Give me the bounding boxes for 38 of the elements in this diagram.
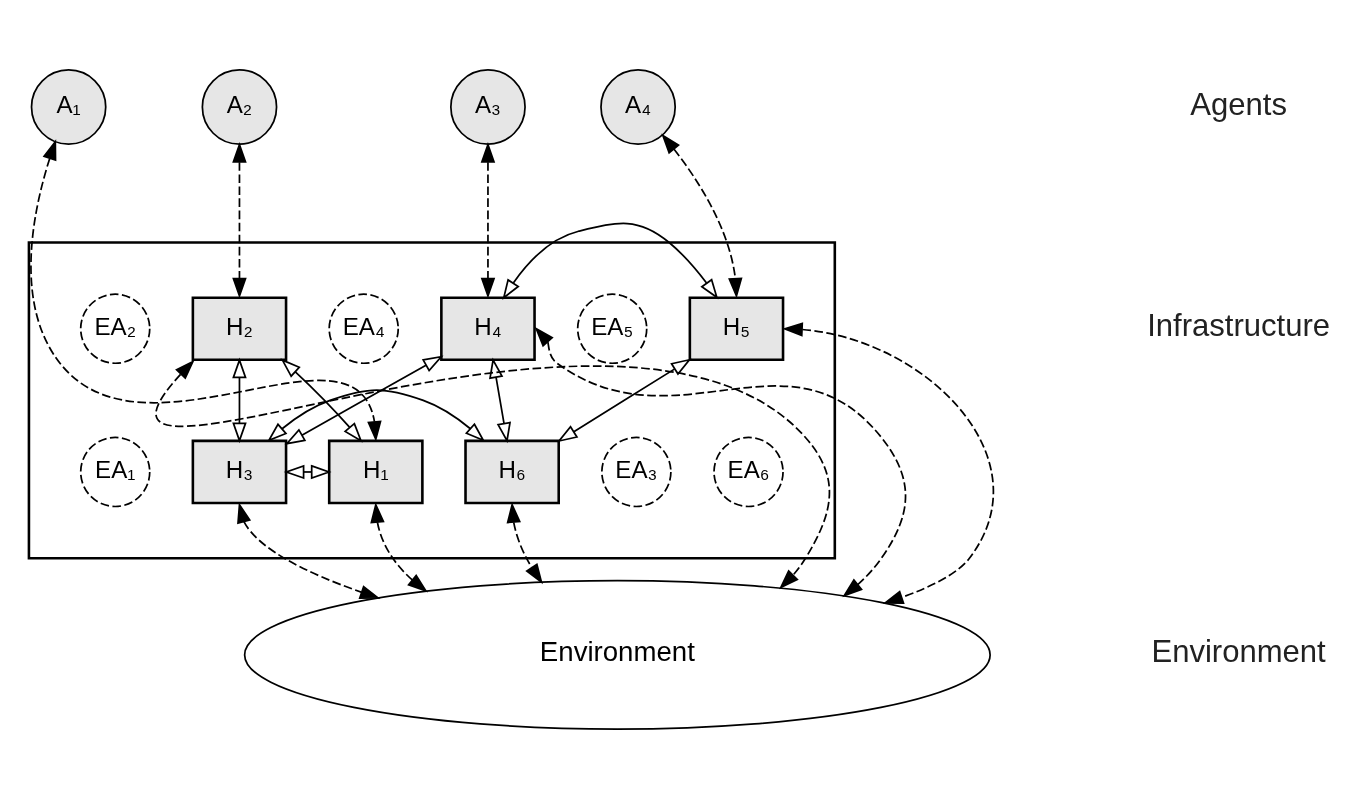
arrow [232, 357, 247, 444]
cluster [27, 241, 837, 560]
node-circle: A₃ [450, 69, 526, 145]
node-circle: EA₄ [328, 293, 400, 365]
arrow [30, 139, 382, 442]
arrow [284, 355, 444, 445]
arrow [283, 464, 332, 480]
node-circle: A₁ [30, 69, 107, 145]
node-circle: A₂ [201, 69, 278, 145]
node-box: H₃ [191, 439, 288, 505]
arrow [489, 357, 512, 444]
label: Agents [1190, 86, 1287, 122]
arrow [370, 502, 428, 593]
arrow [232, 142, 247, 299]
arrow [661, 133, 743, 299]
arrow [534, 326, 907, 598]
arrow [237, 502, 381, 599]
node-box: H₅ [688, 296, 785, 362]
arrow [280, 358, 363, 443]
node-circle: EA₁ [79, 436, 151, 508]
arrow [782, 322, 994, 605]
label: Environment [1151, 634, 1326, 670]
arrow [502, 222, 719, 300]
node-box: H₄ [440, 296, 536, 362]
arrow [506, 502, 543, 585]
node-circle: A₄ [600, 69, 677, 145]
node-circle: EA₂ [79, 293, 151, 365]
arrow [556, 358, 692, 443]
arrow [266, 389, 486, 442]
label: Infrastructure [1147, 308, 1331, 344]
node-box: H₂ [191, 296, 288, 362]
arrow [480, 142, 496, 299]
node-circle: EA₃ [601, 436, 672, 508]
node-circle: EA₅ [576, 293, 648, 365]
node-box: H₁ [327, 439, 424, 505]
node-circle: EA₆ [713, 436, 784, 508]
arrow [156, 359, 831, 590]
node-box: H₆ [464, 439, 560, 505]
